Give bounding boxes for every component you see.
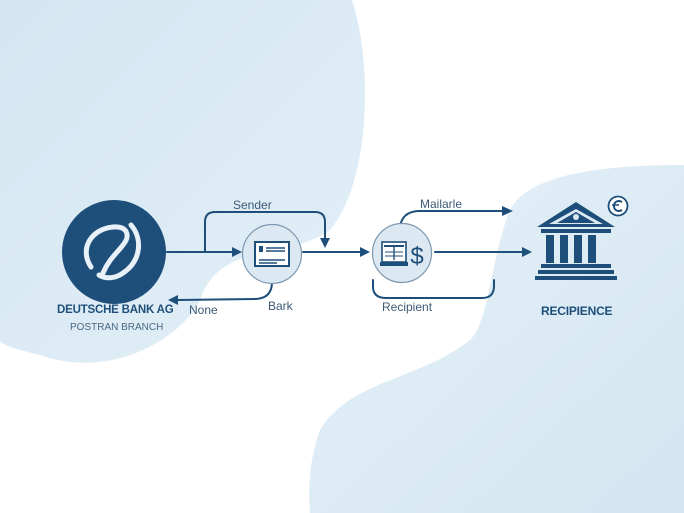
- cash-register-dollar-icon: $: [371, 222, 433, 284]
- edge-label-mailarle: Mailarle: [420, 197, 463, 211]
- edge-label-recipient: Recipient: [382, 300, 433, 314]
- euro-coin-icon: [607, 195, 629, 217]
- destination-title: RECIPIENCE: [541, 304, 613, 318]
- svg-text:$: $: [410, 243, 423, 270]
- source-subtitle: POSTRAN BRANCH: [70, 322, 164, 333]
- source-title: DEUTSCHE BANK AG: [57, 304, 174, 316]
- bank-logo-icon: [62, 200, 166, 304]
- bank-building-icon: [535, 202, 617, 280]
- edge-label-bark: Bark: [268, 299, 293, 313]
- edge-label-none: None: [189, 303, 218, 317]
- edge-label-sender: Sender: [233, 198, 272, 212]
- check-document-icon: [241, 223, 303, 285]
